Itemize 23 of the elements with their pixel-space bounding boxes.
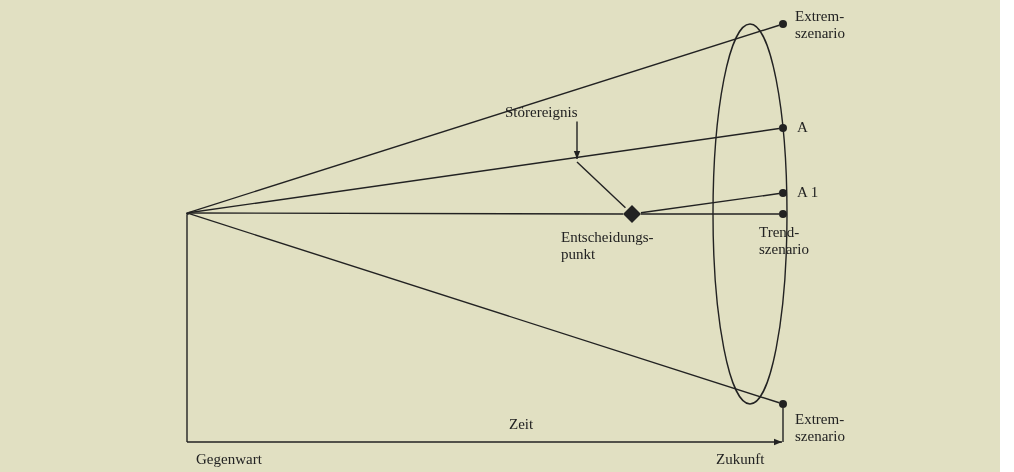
scenario-label: A xyxy=(797,119,808,136)
decision-diamond xyxy=(623,205,641,223)
end-dot xyxy=(779,124,787,132)
connector-line xyxy=(187,24,780,214)
connector-line xyxy=(187,212,780,404)
end-dot xyxy=(779,400,787,408)
end-dot xyxy=(779,20,787,28)
connector-line xyxy=(640,192,780,214)
scenario-label: A 1 xyxy=(797,184,819,201)
vertex-point xyxy=(185,211,189,215)
connector-line xyxy=(187,212,624,215)
decision-label: Entscheidungs- punkt xyxy=(561,229,654,263)
arrow xyxy=(573,120,581,160)
connector-line xyxy=(640,213,780,215)
scenario-label: Extrem- szenario xyxy=(795,8,845,42)
event-label: Störereignis xyxy=(505,103,578,121)
axis-label: Zeit xyxy=(509,416,534,433)
end-dot xyxy=(779,210,787,218)
end-dot xyxy=(779,189,787,197)
connector-line xyxy=(576,161,627,209)
axis-label: Zukunft xyxy=(716,451,765,468)
axis-label: Gegenwart xyxy=(196,451,262,468)
scenario-label: Extrem- szenario xyxy=(795,411,845,445)
